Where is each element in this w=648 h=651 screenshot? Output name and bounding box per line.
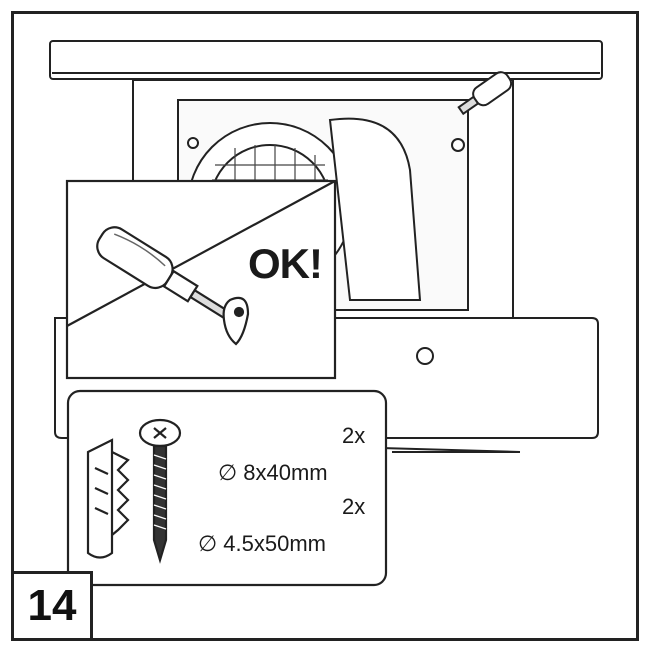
wall-plug-icon <box>86 438 130 559</box>
step-number: 14 <box>27 581 77 630</box>
screw-icon <box>138 418 182 564</box>
screwdriver-icon <box>457 71 513 116</box>
hardware-panel <box>66 389 388 587</box>
ok-label: OK! <box>248 240 323 287</box>
screw-size: ∅ 4.5x50mm <box>198 531 326 556</box>
wall-plug-size: ∅ 8x40mm <box>218 460 328 485</box>
wall-plug-quantity: 2x <box>342 423 366 448</box>
step-number-box: 14 <box>11 571 93 641</box>
zoom-inset <box>65 179 337 380</box>
screw-quantity: 2x <box>342 494 366 519</box>
